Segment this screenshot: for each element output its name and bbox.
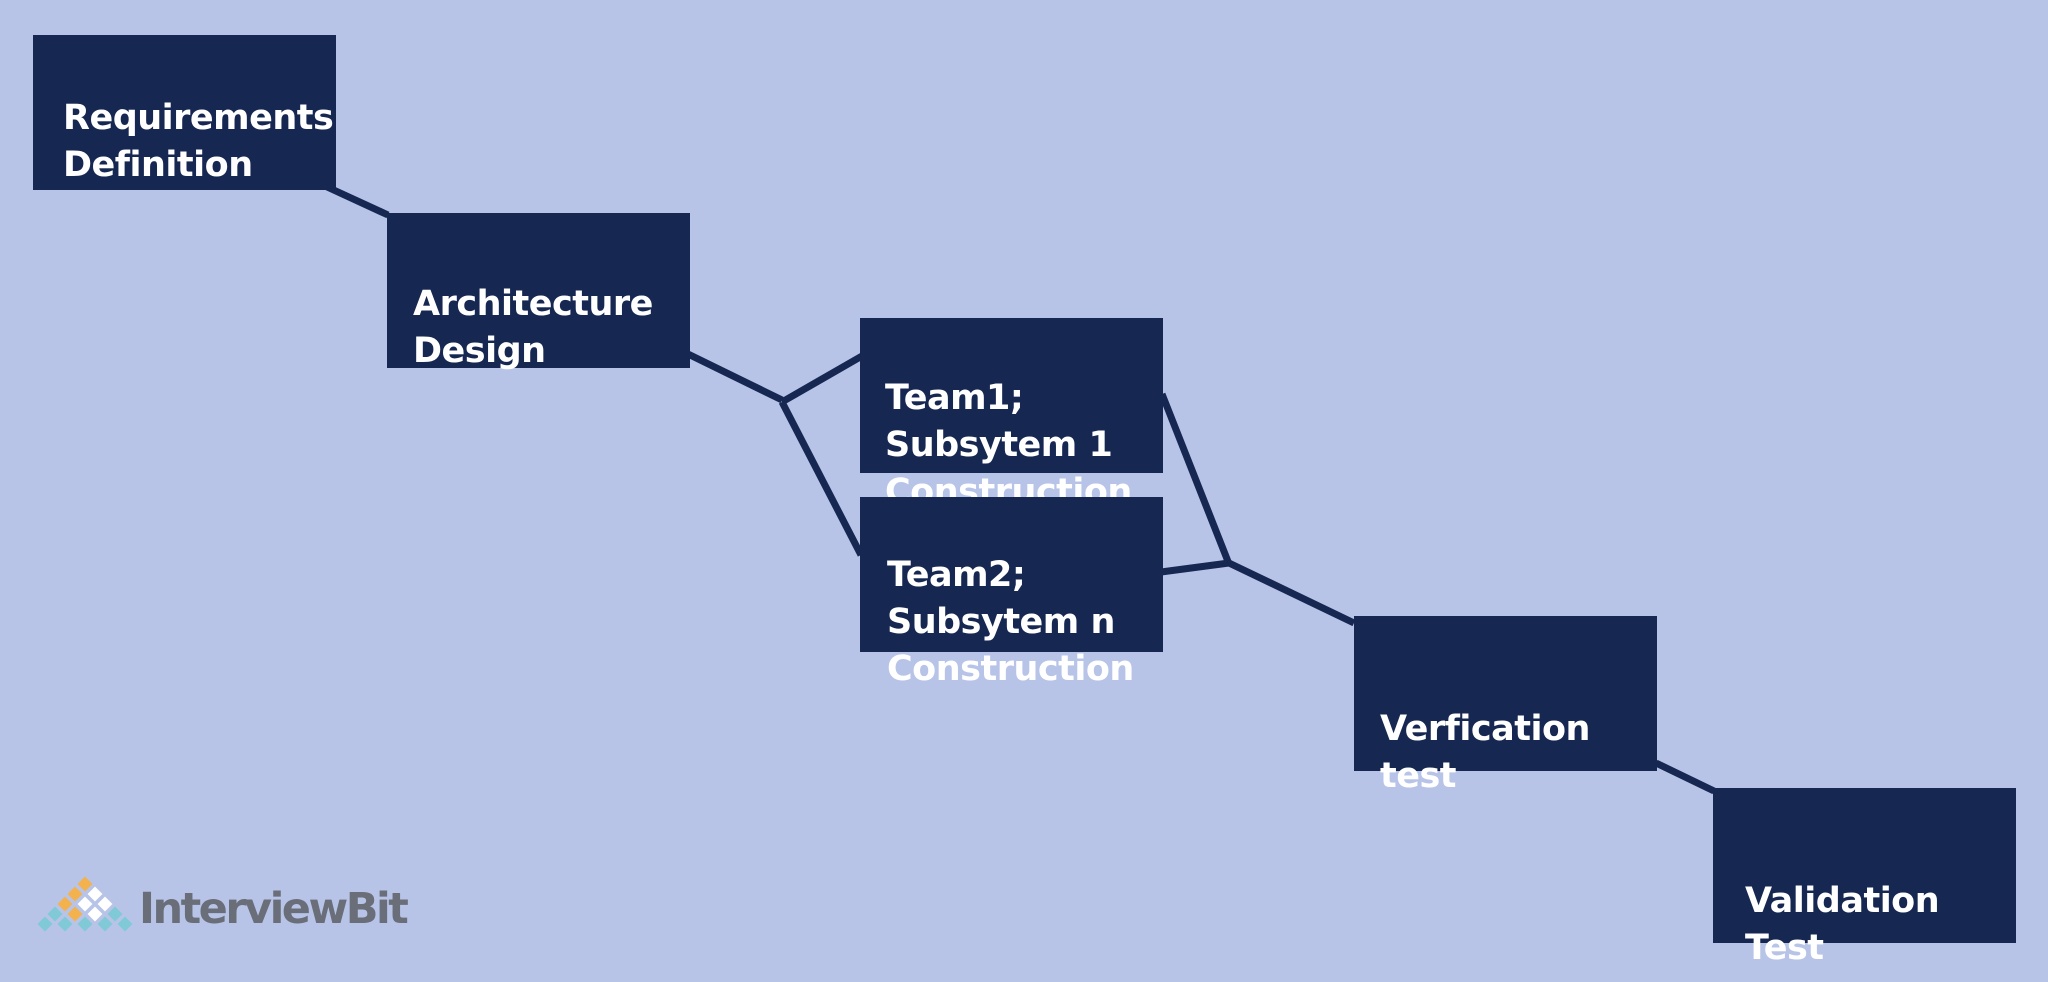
- logo-diamond: [95, 894, 115, 914]
- connector-team2-merge: [1160, 559, 1230, 576]
- logo-diamond: [65, 884, 85, 904]
- logo-diamond: [75, 894, 95, 914]
- logo-diamond: [65, 904, 85, 924]
- team1-construction-box: Team1; Subsytem 1 Construction: [860, 318, 1163, 512]
- logo-diamond: [35, 914, 55, 934]
- architecture-design-box: Architecture Design: [387, 213, 690, 371]
- logo-diamond: [75, 914, 95, 934]
- connector-split-team2: [778, 400, 865, 557]
- logo-diamond: [55, 894, 75, 914]
- verification-test-box: Verfication test: [1354, 616, 1657, 796]
- logo-diamond: [115, 914, 135, 934]
- requirements-definition-label: Requirements Definition: [63, 98, 334, 185]
- logo-wordmark: InterviewBit: [139, 884, 409, 934]
- validation-test-box: Validation Test: [1713, 788, 2016, 968]
- logo-diamond: [105, 904, 125, 924]
- connector-split-team1: [780, 352, 864, 406]
- validation-test-label: Validation Test: [1745, 881, 1940, 968]
- logo-diamond: [45, 904, 65, 924]
- connector-requirements-architecture: [323, 182, 390, 219]
- logo-diamond: [75, 874, 95, 894]
- logo-diamond: [95, 914, 115, 934]
- team1-construction-label: Team1; Subsytem 1 Construction: [885, 378, 1132, 512]
- team2-construction-label: Team2; Subsytem n Construction: [887, 555, 1134, 689]
- requirements-definition-box: Requirements Definition: [33, 35, 336, 190]
- connector-architecture-split: [686, 350, 784, 404]
- logo-diamond: [55, 914, 75, 934]
- architecture-design-label: Architecture Design: [413, 284, 653, 371]
- verification-test-label: Verfication test: [1380, 709, 1590, 796]
- interviewbit-diamond-logo-icon: [35, 874, 135, 934]
- connector-merge-verification: [1227, 559, 1356, 627]
- connector-team1-merge: [1158, 392, 1233, 566]
- logo-diamond: [85, 884, 105, 904]
- interviewbit-logo: InterviewBit: [35, 872, 409, 942]
- connector-verification-validation: [1654, 759, 1716, 795]
- team2-construction-box: Team2; Subsytem n Construction: [860, 497, 1163, 689]
- logo-diamond: [85, 904, 105, 924]
